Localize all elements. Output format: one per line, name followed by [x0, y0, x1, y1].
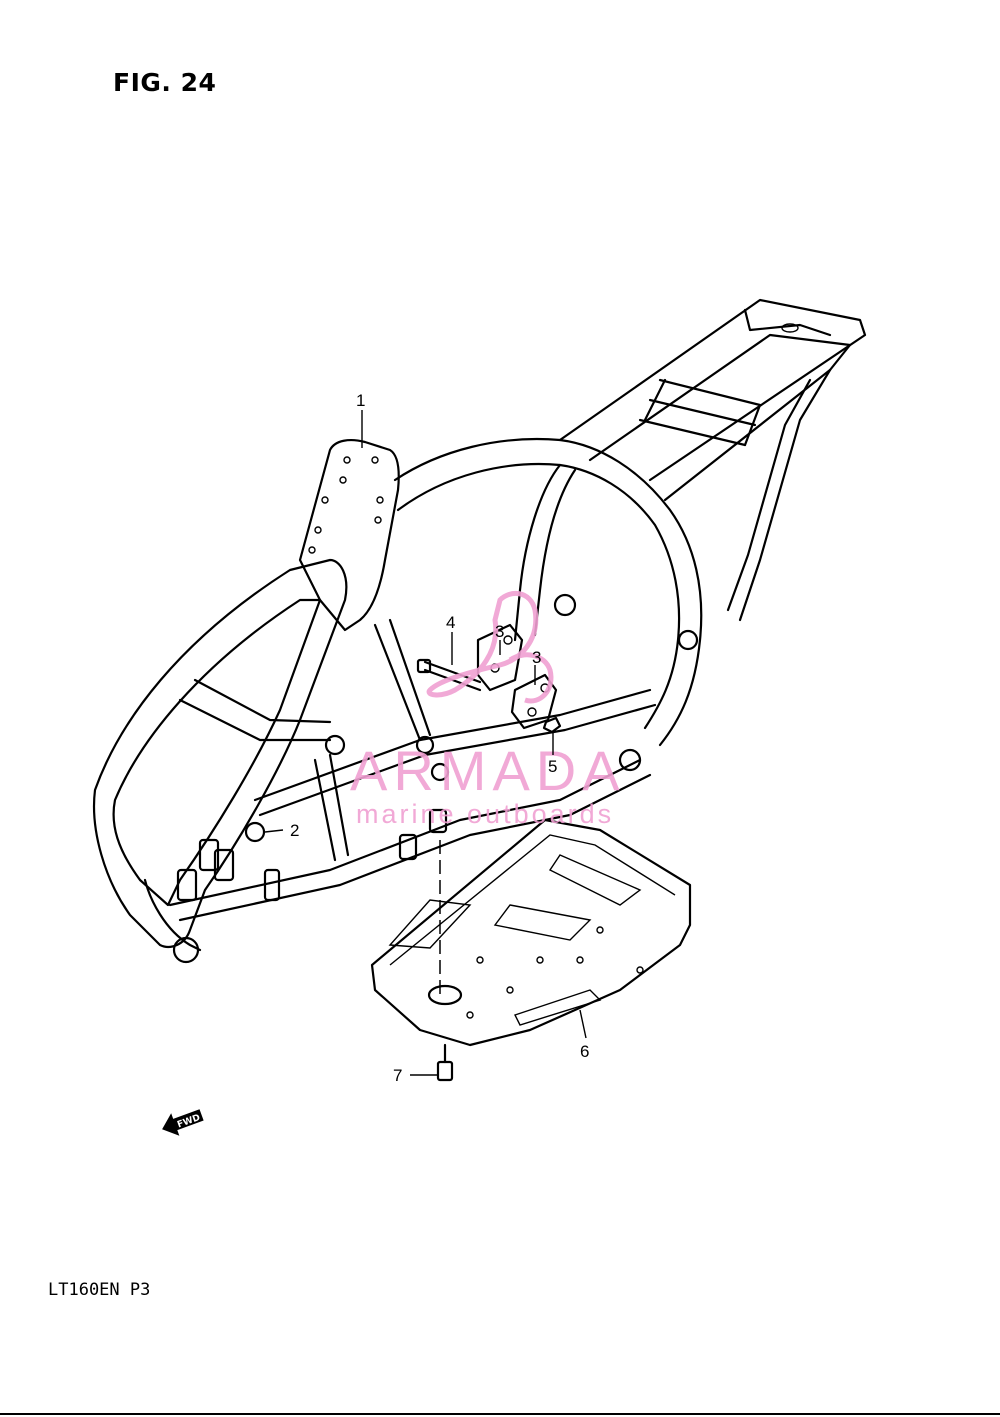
callout-6: 6: [580, 1042, 589, 1061]
callout-2: 2: [290, 821, 299, 840]
figure-title: FIG. 24: [113, 68, 217, 97]
callout-7: 7: [393, 1066, 402, 1085]
model-code: LT160EN P3: [48, 1280, 151, 1300]
main-frame-drawing: [93, 298, 867, 1082]
callout-5: 5: [548, 757, 557, 776]
callout-3-upper: 3: [495, 622, 504, 641]
callout-leaders: [264, 410, 587, 1076]
fwd-label: FWD: [176, 1113, 202, 1130]
page-border: [0, 1413, 1000, 1415]
fwd-arrow-icon: FWD: [162, 1109, 204, 1136]
watermark-brand: ARMADA: [350, 739, 626, 802]
watermark-tagline: marine outboards: [356, 799, 614, 829]
callout-1: 1: [356, 391, 365, 410]
callout-3-lower: 3: [532, 648, 541, 667]
callout-4: 4: [446, 613, 455, 632]
armada-watermark: ARMADA marine outboards: [350, 590, 626, 829]
armada-logo-icon: [426, 590, 554, 704]
